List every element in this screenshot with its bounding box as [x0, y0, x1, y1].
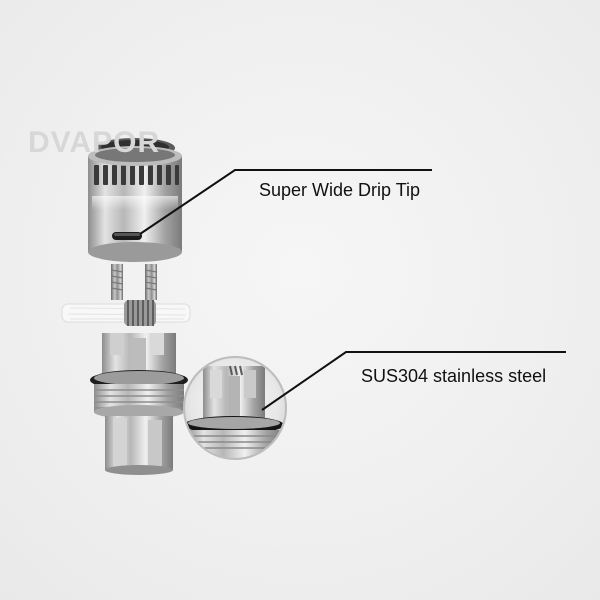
drip-tip-part	[88, 138, 182, 262]
rba-base-deck	[90, 333, 188, 475]
brand-watermark: DVAPOR	[28, 126, 161, 159]
steel-detail-zoom	[183, 356, 287, 460]
drip-tip-leader-line	[139, 169, 432, 235]
steel-label: SUS304 stainless steel	[361, 366, 547, 386]
terminal-screws	[110, 264, 158, 300]
cotton-wick-coil	[61, 300, 191, 326]
steel-leader-line	[261, 351, 566, 411]
drip-tip-label: Super Wide Drip Tip	[259, 180, 421, 200]
